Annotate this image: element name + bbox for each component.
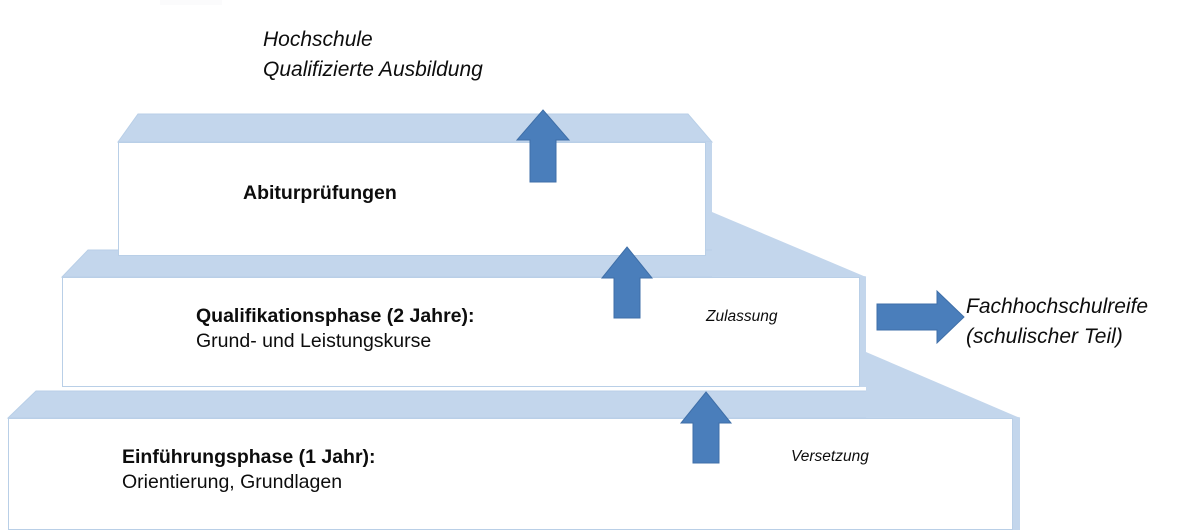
tier-label-einfuehrungsphase: Einführungsphase (1 Jahr): Orientierung,… (122, 445, 376, 496)
tier-box-qualifikationsphase (62, 277, 860, 387)
arrow-up-to-abiturpruefungen[interactable] (600, 245, 654, 320)
caption-hochschule-line1: Hochschule (263, 28, 373, 51)
caption-fachhochschulreife: Fachhochschulreife (schulischer Teil) (966, 292, 1148, 352)
arrow-up-to-qualifikationsphase[interactable] (679, 390, 733, 465)
top-edge-artifact (160, 0, 222, 5)
caption-fachhochschulreife-line2: (schulischer Teil) (966, 324, 1123, 348)
tier-box-einfuehrungsphase (8, 418, 1013, 530)
caption-hochschule: Hochschule Qualifizierte Ausbildung (263, 25, 483, 85)
arrow-right-to-fachhochschulreife[interactable] (875, 289, 966, 345)
tier-box-abiturpruefungen (118, 142, 706, 256)
tier-label-abiturpruefungen: Abiturprüfungen (243, 181, 397, 206)
tier-subtitle-einfuehrungsphase: Orientierung, Grundlagen (122, 471, 343, 494)
tier-subtitle-qualifikationsphase: Grund- und Leistungskurse (196, 330, 432, 353)
arrow-up-to-hochschule[interactable] (515, 108, 571, 184)
tier-title-abiturpruefungen: Abiturprüfungen (243, 182, 397, 204)
tier-label-qualifikationsphase: Qualifikationsphase (2 Jahre): Grund- un… (196, 304, 475, 355)
pyramid-step-bottom (6, 390, 1021, 419)
tier-title-qualifikationsphase: Qualifikationsphase (2 Jahre): (196, 305, 475, 327)
caption-fachhochschulreife-line1: Fachhochschulreife (966, 295, 1149, 318)
note-versetzung: Versetzung (791, 448, 869, 465)
pyramid-step-top (117, 113, 714, 143)
tier-title-einfuehrungsphase: Einführungsphase (1 Jahr): (122, 446, 376, 468)
caption-hochschule-line2: Qualifizierte Ausbildung (263, 57, 483, 81)
note-zulassung: Zulassung (706, 308, 778, 325)
